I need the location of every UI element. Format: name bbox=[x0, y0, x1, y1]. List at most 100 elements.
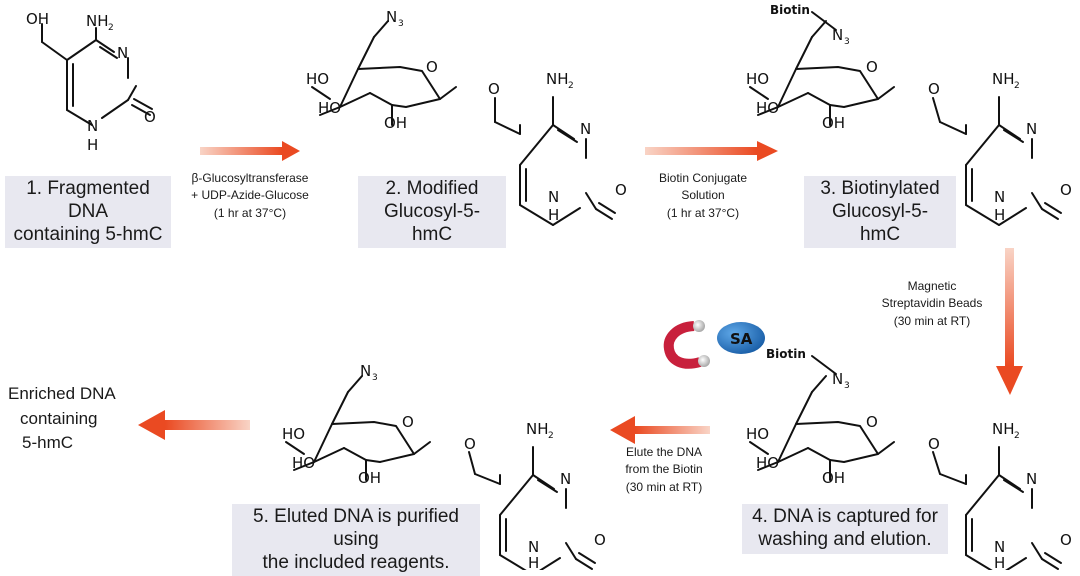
atom-amine: NH bbox=[526, 420, 549, 438]
atom-hydroxyl-1: HO bbox=[282, 425, 305, 443]
condition-3-line-2: Streptavidin Beads bbox=[881, 296, 983, 311]
atom-glycosidic-oxygen: O bbox=[488, 80, 500, 98]
biotin-label: Biotin bbox=[766, 347, 806, 361]
step-3-label: 3. Biotinylated Glucosyl-5-hmC bbox=[804, 176, 956, 249]
final-line-1: Enriched DNA bbox=[8, 384, 116, 403]
atom-carbonyl-oxygen: O bbox=[594, 531, 606, 549]
atom-amine-subscript: 2 bbox=[1014, 431, 1020, 441]
atom-ring-nh: N bbox=[87, 117, 98, 135]
step-4-line-2: washing and elution. bbox=[758, 528, 932, 550]
atom-amine-subscript: 2 bbox=[1014, 81, 1020, 91]
atom-hydroxyl-3: OH bbox=[822, 469, 845, 487]
atom-amine-subscript: 2 bbox=[568, 81, 574, 91]
arrow-step5-to-final bbox=[138, 410, 250, 440]
step-3-line-1: 3. Biotinylated bbox=[820, 178, 940, 199]
atom-azide: N bbox=[360, 362, 371, 380]
condition-4-line-3: (30 min at RT) bbox=[625, 479, 703, 494]
atom-ring-nh: N bbox=[548, 188, 559, 206]
step-5-label: 5. Eluted DNA is purified using the incl… bbox=[232, 504, 480, 576]
atom-amine: NH bbox=[992, 70, 1015, 88]
atom-triazole-subscript: 3 bbox=[844, 381, 850, 391]
arrow-step4-to-step5 bbox=[610, 416, 710, 444]
atom-ring-nitrogen: N bbox=[1026, 470, 1037, 488]
atom-amine-subscript: 2 bbox=[548, 431, 554, 441]
atom-hydroxyl-3: OH bbox=[358, 469, 381, 487]
atom-ring-nitrogen: N bbox=[560, 470, 571, 488]
atom-triazole-subscript: 3 bbox=[844, 37, 850, 47]
atom-triazole-n: N bbox=[832, 26, 843, 44]
atom-carbonyl-oxygen: O bbox=[144, 108, 156, 126]
condition-4: Elute the DNA from the Biotin (30 min at… bbox=[604, 444, 724, 496]
step-3-line-2: Glucosyl-5-hmC bbox=[831, 200, 929, 245]
atom-ring-nitrogen: N bbox=[580, 120, 591, 138]
atom-glycosidic-oxygen: O bbox=[464, 435, 476, 453]
structure-captured-dna: SA Biotin N 3 O HO HO OH O NH 2 N O N H bbox=[663, 320, 1072, 570]
structure-5-hmc: OH NH 2 N O N H bbox=[26, 10, 156, 154]
condition-4-line-2: from the Biotin bbox=[625, 462, 703, 477]
step-2-line-2: Glucosyl-5-hmC bbox=[383, 200, 481, 245]
structure-biotinylated-glucosyl-5-hmc: Biotin N 3 O HO HO OH O NH 2 N O N H bbox=[746, 3, 1072, 226]
atom-carbonyl-oxygen: O bbox=[615, 181, 627, 199]
step-1-line-2: containing 5-hmC bbox=[13, 223, 163, 245]
atom-ring-h: H bbox=[87, 136, 98, 154]
atom-hydroxyl-2: HO bbox=[318, 99, 341, 117]
atom-ring-oxygen: O bbox=[866, 413, 878, 431]
condition-1: β-Glucosyltransferase + UDP-Azide-Glucos… bbox=[175, 170, 325, 222]
step-5-line-2: the included reagents. bbox=[262, 551, 450, 573]
atom-glycosidic-oxygen: O bbox=[928, 80, 940, 98]
step-2-line-1: 2. Modified bbox=[385, 178, 479, 199]
atom-ring-oxygen: O bbox=[866, 58, 878, 76]
condition-3-line-1: Magnetic bbox=[907, 279, 957, 293]
atom-glycosidic-oxygen: O bbox=[928, 435, 940, 453]
atom-carbonyl-oxygen: O bbox=[1060, 181, 1072, 199]
magnet-icon bbox=[663, 320, 710, 369]
atom-hydroxyl-2: HO bbox=[756, 99, 779, 117]
atom-ring-h: H bbox=[548, 206, 559, 224]
condition-1-line-1: β-Glucosyltransferase bbox=[191, 171, 309, 185]
bead-label: SA bbox=[730, 330, 753, 348]
structure-glucosyl-5-hmc: N 3 O HO HO OH O NH 2 N O N H bbox=[306, 8, 627, 226]
final-result-label: Enriched DNA containing 5-hmC bbox=[8, 382, 138, 456]
atom-azide-subscript: 3 bbox=[372, 373, 378, 383]
step-4-label: 4. DNA is captured for washing and eluti… bbox=[742, 504, 948, 554]
step-1-label: 1. Fragmented DNA containing 5-hmC bbox=[5, 176, 171, 249]
atom-ring-nitrogen: N bbox=[117, 44, 128, 62]
atom-ring-oxygen: O bbox=[402, 413, 414, 431]
atom-ring-nh: N bbox=[994, 538, 1005, 556]
condition-2: Biotin Conjugate Solution (1 hr at 37°C) bbox=[643, 170, 763, 222]
atom-azide: N bbox=[386, 8, 397, 26]
atom-hydroxyl-1: HO bbox=[746, 70, 769, 88]
atom-ring-h: H bbox=[528, 554, 539, 570]
atom-hydroxyl-1: HO bbox=[306, 70, 329, 88]
arrow-step3-to-step4 bbox=[996, 248, 1023, 395]
atom-ring-nh: N bbox=[994, 188, 1005, 206]
atom-carbonyl-oxygen: O bbox=[1060, 531, 1072, 549]
atom-hydroxyl-2: HO bbox=[292, 454, 315, 472]
atom-ring-h: H bbox=[994, 554, 1005, 570]
condition-3: Magnetic Streptavidin Beads (30 min at R… bbox=[872, 278, 992, 330]
atom-triazole-n: N bbox=[832, 370, 843, 388]
atom-azide-subscript: 3 bbox=[398, 19, 404, 29]
arrow-step2-to-step3 bbox=[645, 141, 778, 161]
condition-4-line-1: Elute the DNA bbox=[625, 445, 703, 459]
atom-amine-subscript: 2 bbox=[108, 23, 114, 33]
final-line-3: 5-hmC bbox=[22, 433, 74, 453]
atom-ring-nitrogen: N bbox=[1026, 120, 1037, 138]
arrow-step1-to-step2 bbox=[200, 141, 300, 161]
condition-1-line-2: + UDP-Azide-Glucose bbox=[191, 188, 309, 203]
step-5-line-1: 5. Eluted DNA is purified using bbox=[253, 506, 459, 550]
condition-1-line-3: (1 hr at 37°C) bbox=[213, 205, 287, 220]
atom-hydroxyl-3: OH bbox=[822, 114, 845, 132]
step-2-label: 2. Modified Glucosyl-5-hmC bbox=[358, 176, 506, 249]
condition-2-line-3: (1 hr at 37°C) bbox=[666, 205, 740, 220]
atom-hydroxyl-1: HO bbox=[746, 425, 769, 443]
atom-ring-oxygen: O bbox=[426, 58, 438, 76]
atom-hydroxyl-3: OH bbox=[384, 114, 407, 132]
atom-amine: NH bbox=[546, 70, 569, 88]
condition-2-line-2: Solution bbox=[681, 188, 725, 203]
atom-hydroxyl-2: HO bbox=[756, 454, 779, 472]
step-1-line-1: 1. Fragmented DNA bbox=[26, 178, 150, 222]
final-line-2: containing bbox=[20, 408, 98, 428]
atom-ring-h: H bbox=[994, 206, 1005, 224]
